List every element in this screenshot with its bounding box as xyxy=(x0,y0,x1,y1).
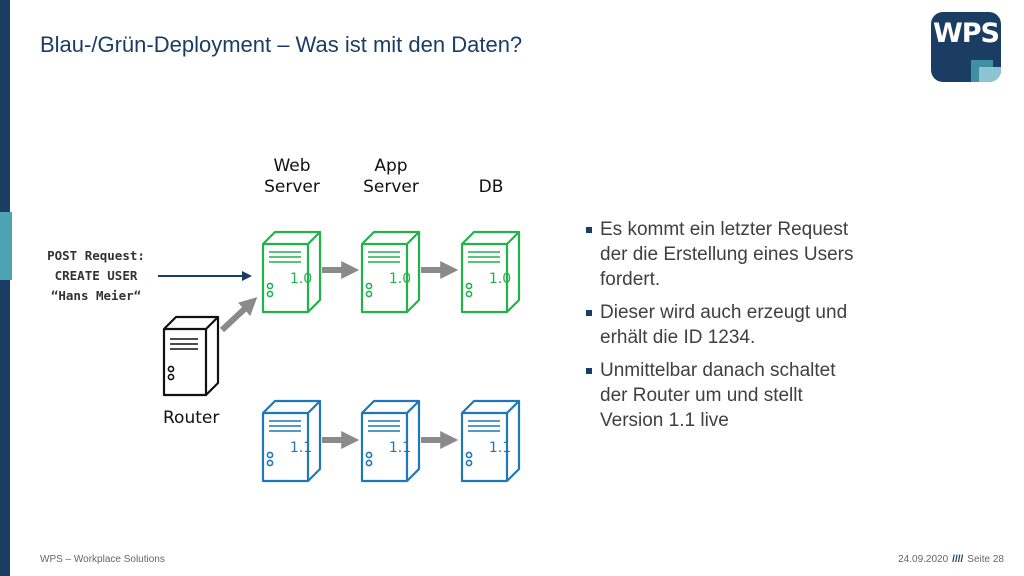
bullet-text: Es kommt ein letzter Request der die Ers… xyxy=(600,217,853,292)
bullet-1-line-3: fordert. xyxy=(600,269,661,290)
green-app-server-icon: 1.0 xyxy=(360,230,421,314)
green-web-version: 1.0 xyxy=(290,271,312,287)
bullet-text: Dieser wird auch erzeugt und erhält die … xyxy=(600,300,847,350)
bullet-item: Es kommt ein letzter Request der die Ers… xyxy=(586,217,906,292)
green-db-version: 1.0 xyxy=(489,271,511,287)
bullet-square-icon xyxy=(586,310,592,316)
blue-app-server-icon: 1.1 xyxy=(360,399,421,483)
bullet-2-line-2: erhält die ID 1234. xyxy=(600,327,756,348)
footer-company: WPS – Workplace Solutions xyxy=(40,554,165,565)
blue-web-server-icon: 1.1 xyxy=(261,399,322,483)
bullet-item: Dieser wird auch erzeugt und erhält die … xyxy=(586,300,906,350)
post-request-line3: “Hans Meier“ xyxy=(50,288,142,303)
footer-page: Seite 28 xyxy=(967,554,1004,565)
blue-db-version: 1.1 xyxy=(489,440,511,456)
bullet-1-line-2: der die Erstellung eines Users xyxy=(600,244,854,265)
bullet-item: Unmittelbar danach schaltet der Router u… xyxy=(586,358,906,433)
footer-date: 24.09.2020 xyxy=(898,554,949,565)
bullet-list: Es kommt ein letzter Request der die Ers… xyxy=(586,217,906,441)
wps-logo: WPS xyxy=(931,12,1001,82)
bullet-3-line-2: der Router um und stellt xyxy=(600,385,803,406)
post-request-line2: CREATE USER xyxy=(54,268,138,283)
column-label-app-server: App Server xyxy=(361,156,421,198)
router-to-web-arrow xyxy=(219,297,258,333)
router-label: Router xyxy=(163,408,220,428)
logo-square-light xyxy=(979,67,1001,82)
blue-db-server-icon: 1.1 xyxy=(460,399,521,483)
post-request-line1: POST Request: xyxy=(47,248,145,263)
column-label-web-line1: Web xyxy=(273,156,311,176)
blue-app-version: 1.1 xyxy=(389,440,411,456)
left-highlight-bar xyxy=(0,212,12,280)
post-request-label: POST Request: CREATE USER “Hans Meier“ xyxy=(38,246,154,306)
logo-text: WPS xyxy=(932,18,1000,49)
green-db-server-icon: 1.0 xyxy=(460,230,521,314)
bullet-3-line-1: Unmittelbar danach schaltet xyxy=(600,360,836,381)
router-server-icon xyxy=(162,315,220,397)
blue-web-version: 1.1 xyxy=(290,440,312,456)
footer-meta: 24.09.2020////Seite 28 xyxy=(898,554,1004,565)
green-web-server-icon: 1.0 xyxy=(261,230,322,314)
bullet-1-line-1: Es kommt ein letzter Request xyxy=(600,219,849,240)
column-label-web-line2: Server xyxy=(264,177,320,197)
slide-title: Blau-/Grün-Deployment – Was ist mit den … xyxy=(40,32,523,57)
bullet-square-icon xyxy=(586,227,592,233)
bullet-text: Unmittelbar danach schaltet der Router u… xyxy=(600,358,836,433)
column-label-web-server: Web Server xyxy=(262,156,322,198)
bullet-3-line-3: Version 1.1 live xyxy=(600,410,729,431)
bullet-square-icon xyxy=(586,368,592,374)
left-accent-bar xyxy=(0,0,10,576)
bullet-2-line-1: Dieser wird auch erzeugt und xyxy=(600,302,848,323)
green-app-version: 1.0 xyxy=(389,271,411,287)
column-label-db: DB xyxy=(478,177,504,197)
column-label-app-line1: App xyxy=(374,156,408,176)
footer-separator: //// xyxy=(952,554,964,565)
column-label-app-line2: Server xyxy=(363,177,419,197)
